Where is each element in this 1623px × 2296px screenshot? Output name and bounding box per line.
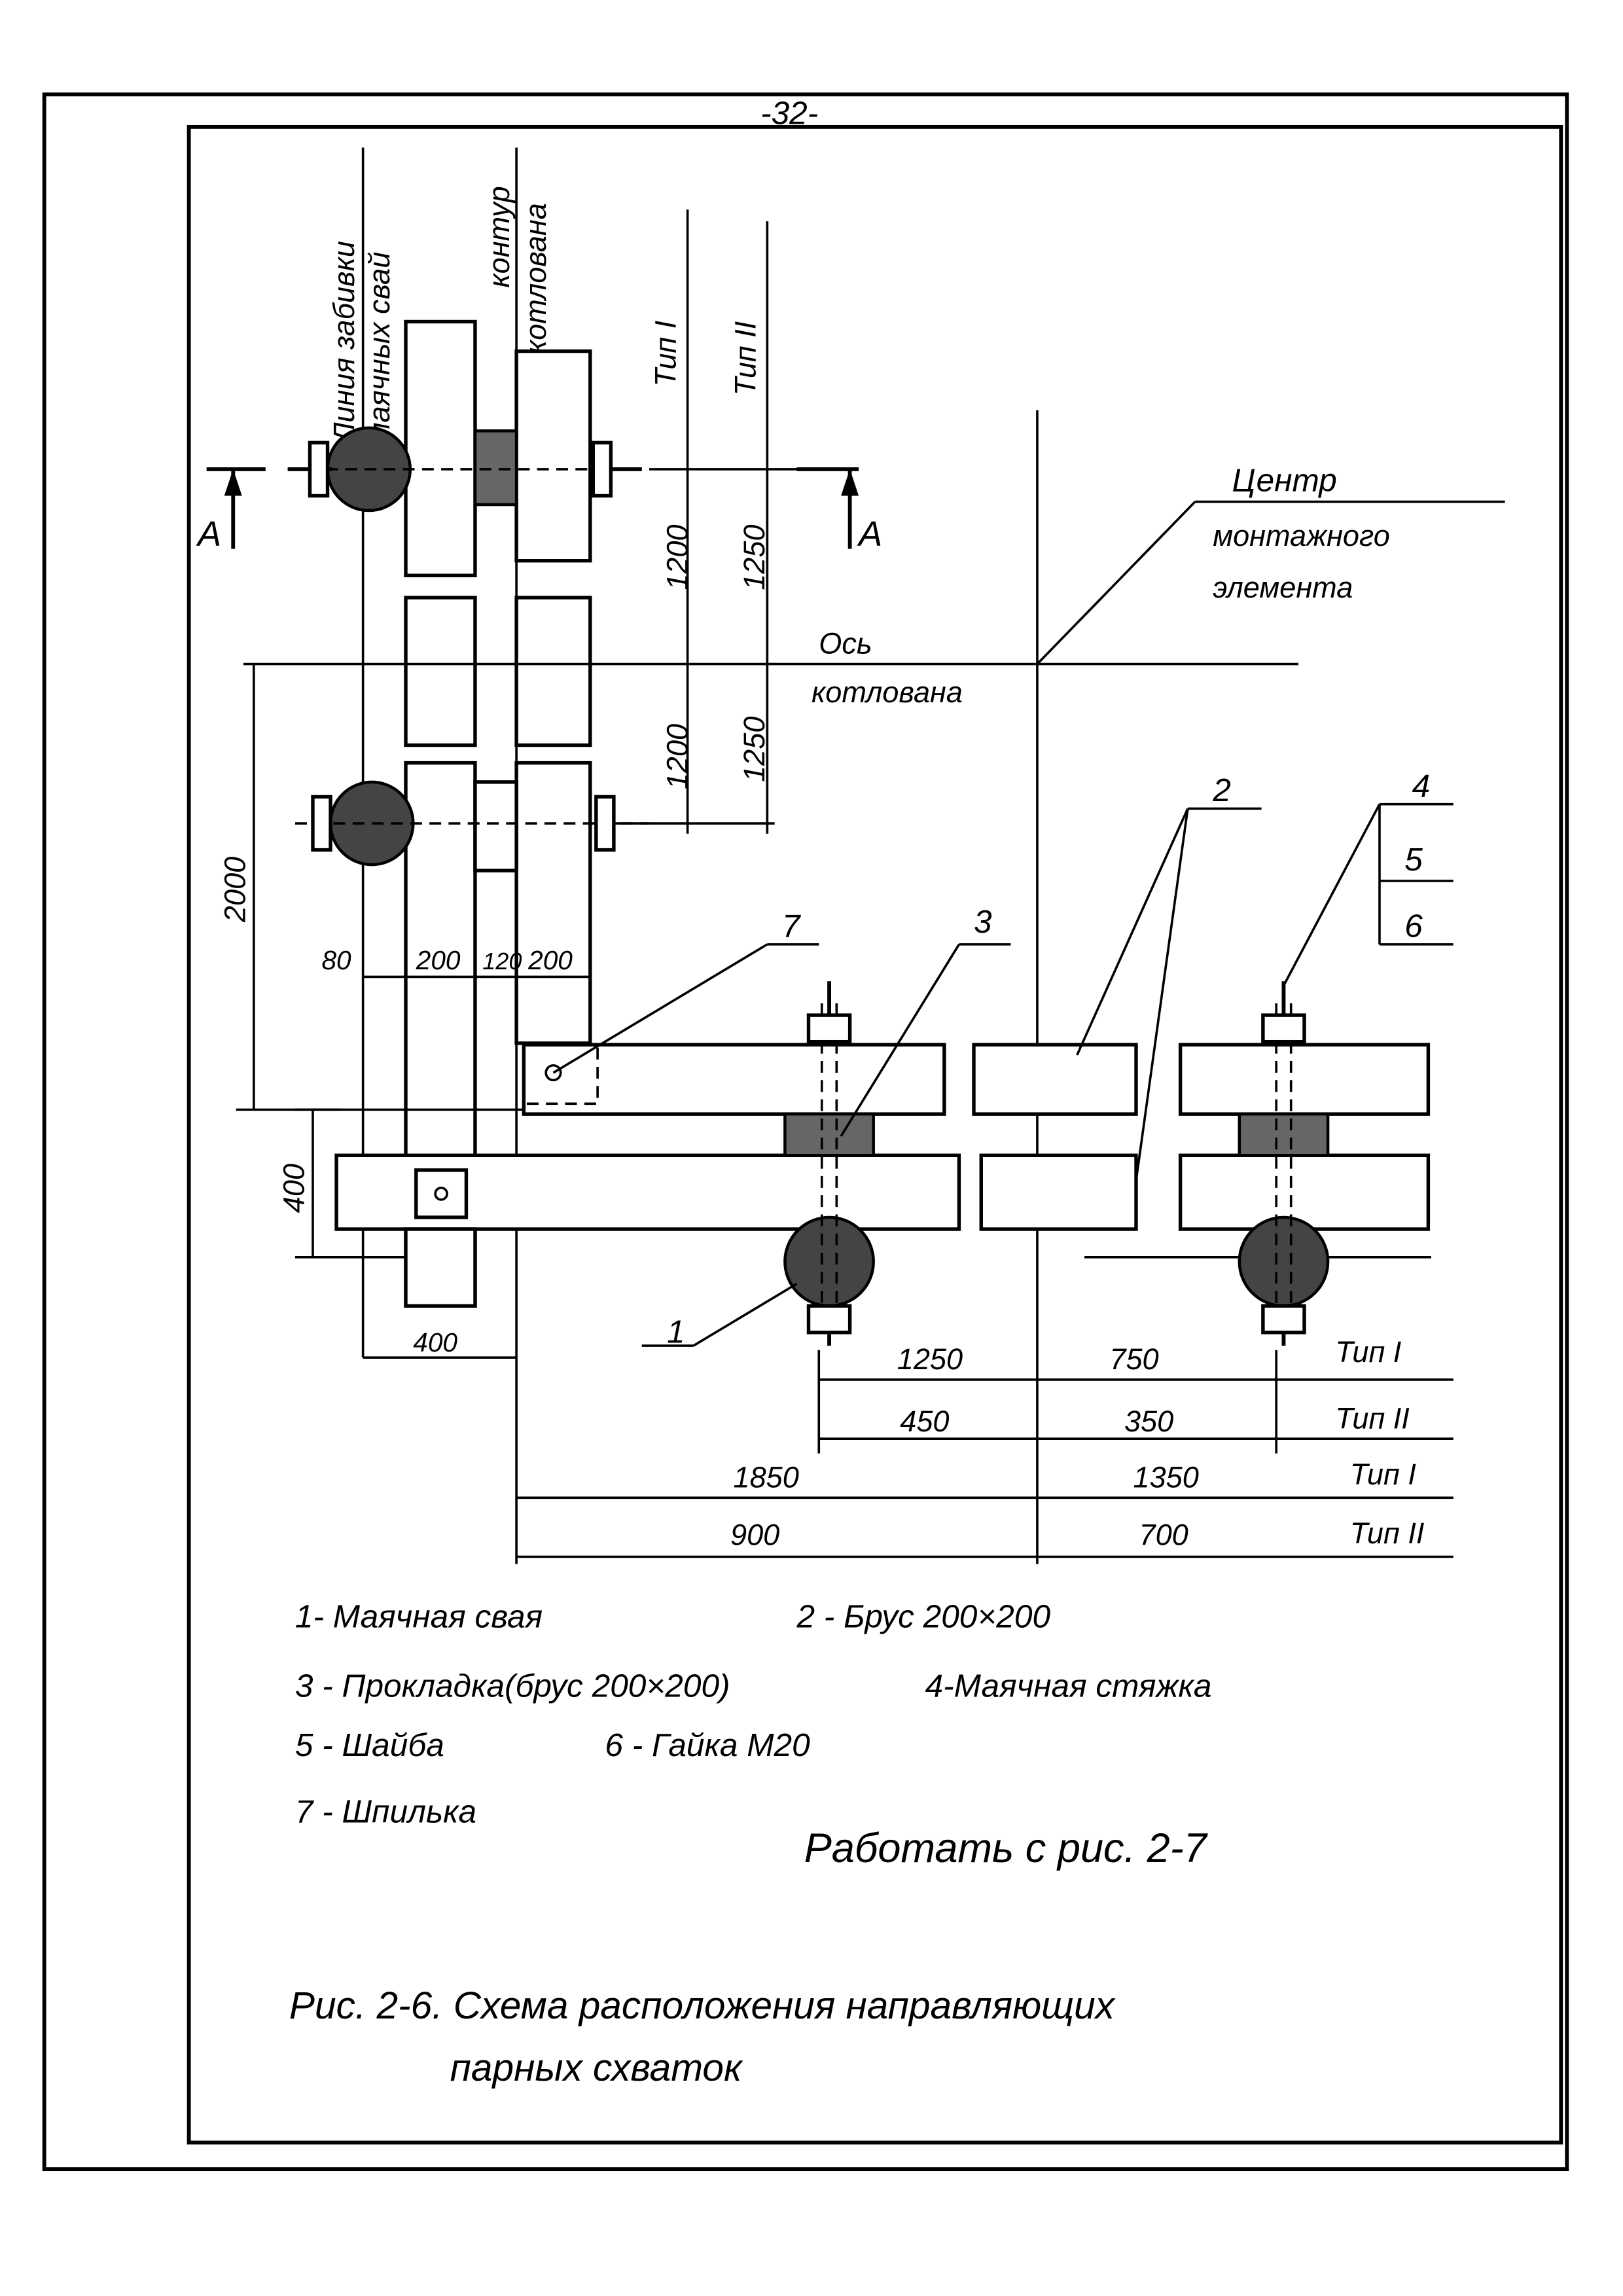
svg-text:7: 7	[782, 908, 802, 944]
svg-text:1250: 1250	[897, 1342, 963, 1376]
section-mark-left: A	[196, 467, 266, 554]
svg-text:5 - Шайба: 5 - Шайба	[295, 1727, 444, 1763]
svg-text:750: 750	[1109, 1342, 1158, 1376]
svg-text:Линия забивки: Линия забивки	[327, 241, 361, 444]
svg-text:900: 900	[730, 1518, 779, 1551]
svg-text:Тип II: Тип II	[728, 321, 762, 395]
svg-text:350: 350	[1124, 1405, 1173, 1438]
pit-axis-label: Ось котлована	[812, 627, 963, 709]
legend: 1- Маячная свая 2 - Брус 200×200 3 - Про…	[295, 1598, 1212, 1830]
svg-text:6: 6	[1404, 908, 1423, 944]
svg-text:A: A	[196, 514, 221, 554]
vertical-dimensions: 1200 1250 1200 1250 2000 400	[218, 468, 1298, 1259]
svg-text:2: 2	[1212, 772, 1231, 808]
svg-text:элемента: элемента	[1213, 571, 1353, 604]
svg-text:5: 5	[1404, 841, 1423, 878]
width-dimensions: 80 200 120 200 400	[322, 945, 590, 1359]
svg-text:1250: 1250	[738, 525, 771, 590]
outer-frame	[42, 92, 1569, 2172]
svg-text:3: 3	[974, 903, 992, 940]
svg-text:1- Маячная свая: 1- Маячная свая	[295, 1598, 543, 1635]
svg-text:200: 200	[416, 945, 461, 975]
svg-text:котлована: котлована	[812, 675, 963, 709]
svg-text:4-Маячная стяжка: 4-Маячная стяжка	[925, 1668, 1212, 1704]
figure-caption-line1: Рис. 2-6. Схема расположения направляющи…	[289, 1984, 1116, 2027]
svg-text:120: 120	[482, 948, 522, 975]
svg-text:2000: 2000	[218, 857, 251, 923]
type-headers: Тип I Тип II	[649, 209, 769, 834]
callouts: 7 3 2 4 5 6 1	[552, 767, 1454, 1350]
svg-text:Тип II: Тип II	[1350, 1516, 1425, 1550]
note: Работать с рис. 2-7	[804, 1825, 1209, 1871]
svg-text:3 - Прокладка(брус 200×200): 3 - Прокладка(брус 200×200)	[295, 1668, 730, 1704]
svg-text:1350: 1350	[1133, 1461, 1198, 1494]
svg-text:Тип I: Тип I	[1335, 1335, 1401, 1369]
pile-station-top	[287, 426, 642, 512]
svg-text:контур: контур	[482, 186, 516, 287]
svg-text:2 - Брус 200×200: 2 - Брус 200×200	[796, 1598, 1050, 1635]
svg-text:1250: 1250	[738, 717, 771, 782]
inner-frame	[187, 124, 1563, 2145]
center-label: Центр монтажного элемента	[1036, 462, 1505, 665]
svg-text:7 - Шпилька: 7 - Шпилька	[295, 1793, 476, 1829]
svg-text:маячных свай: маячных свай	[363, 252, 396, 443]
svg-text:котлована: котлована	[519, 203, 552, 354]
svg-text:Тип I: Тип I	[1350, 1458, 1416, 1491]
section-mark-right: A	[796, 467, 882, 554]
svg-text:4: 4	[1412, 767, 1431, 804]
svg-text:Ось: Ось	[819, 627, 872, 660]
svg-text:Центр: Центр	[1232, 462, 1337, 499]
svg-text:1: 1	[667, 1314, 685, 1350]
pile-line-label: Линия забивки маячных свай	[327, 147, 396, 1358]
svg-text:монтажного: монтажного	[1213, 519, 1390, 552]
svg-text:450: 450	[900, 1405, 949, 1438]
svg-text:A: A	[857, 514, 882, 554]
pile-station-mid	[294, 780, 775, 867]
pile-station-left	[783, 981, 875, 1346]
dimension-rows: 1250 750 Тип I 450 350 Тип II 1850 1350 …	[516, 1335, 1454, 1558]
pile-station-right	[1238, 981, 1330, 1346]
svg-text:Тип I: Тип I	[649, 320, 683, 386]
svg-text:1200: 1200	[661, 525, 694, 590]
svg-text:400: 400	[277, 1164, 310, 1213]
page-number: -32-	[760, 94, 818, 131]
svg-text:1200: 1200	[661, 724, 694, 789]
svg-text:6 - Гайка М20: 6 - Гайка М20	[605, 1727, 810, 1763]
figure-caption-line2: парных схваток	[450, 2047, 743, 2089]
svg-text:700: 700	[1139, 1518, 1188, 1551]
svg-text:80: 80	[322, 945, 352, 975]
svg-text:400: 400	[413, 1327, 457, 1357]
svg-text:Тип II: Тип II	[1335, 1401, 1410, 1435]
svg-text:200: 200	[527, 945, 573, 975]
svg-text:1850: 1850	[734, 1461, 799, 1494]
